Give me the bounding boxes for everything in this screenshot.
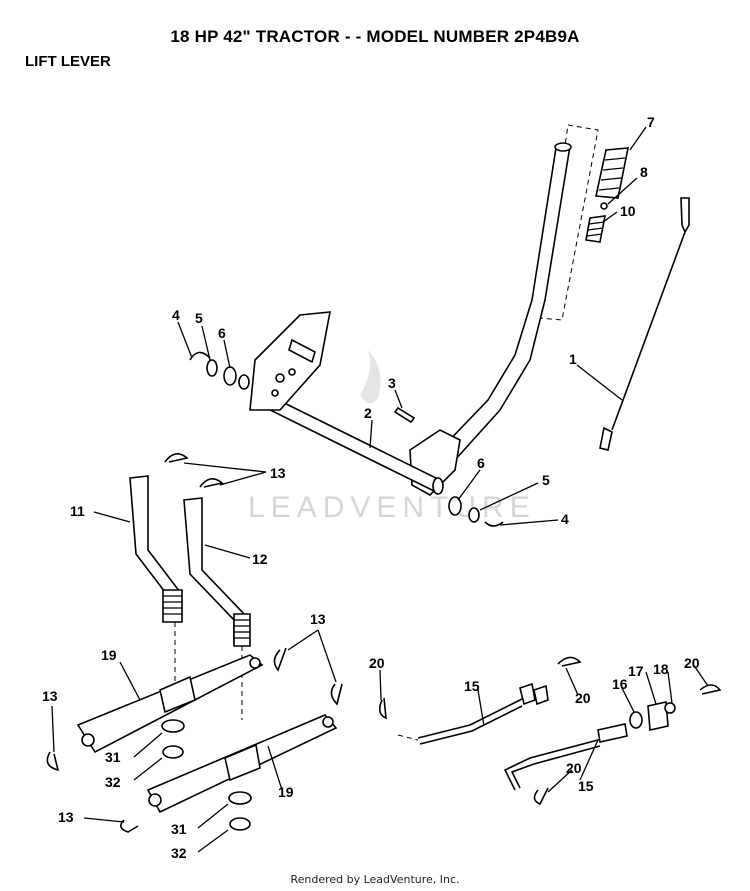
hair-pin <box>273 647 287 672</box>
hair-pin <box>330 683 343 706</box>
callout-17: 17 <box>628 663 644 679</box>
link-rod-lower <box>503 723 628 791</box>
trunnion-17 <box>647 701 669 731</box>
callout-20: 20 <box>566 760 582 776</box>
callout-13: 13 <box>270 465 286 481</box>
callout-8: 8 <box>640 164 648 180</box>
button-part <box>600 202 608 210</box>
watermark-text: LEADVENTURE <box>248 491 536 524</box>
callout-13: 13 <box>58 809 74 825</box>
left-shaft-hardware <box>189 351 250 390</box>
callout-3: 3 <box>388 375 396 391</box>
right-shaft-hardware <box>448 496 504 527</box>
callout-10: 10 <box>620 203 636 219</box>
callout-12: 12 <box>252 551 268 567</box>
callout-13: 13 <box>42 688 58 704</box>
hair-pin <box>557 656 582 667</box>
hair-pin <box>46 751 60 772</box>
callout-32: 32 <box>105 774 121 790</box>
callouts: 7 8 10 1 4 5 6 3 2 6 5 4 13 11 12 13 19 … <box>42 114 700 861</box>
callout-32: 32 <box>171 845 187 861</box>
section-title: LIFT LEVER <box>25 53 111 70</box>
callout-6: 6 <box>477 455 485 471</box>
callout-31: 31 <box>171 821 187 837</box>
link-rod-upper <box>417 682 549 745</box>
callout-20: 20 <box>575 690 591 706</box>
callout-20: 20 <box>369 655 385 671</box>
callout-18: 18 <box>653 661 669 677</box>
callout-6: 6 <box>218 325 226 341</box>
leader-lines <box>51 126 709 853</box>
hair-pin <box>378 697 387 720</box>
lift-rod <box>599 197 690 451</box>
callout-4: 4 <box>172 307 180 323</box>
hair-pin <box>164 453 189 463</box>
callout-7: 7 <box>647 114 655 130</box>
callout-16: 16 <box>612 676 628 692</box>
nut-16 <box>629 711 643 729</box>
hair-pin <box>699 684 722 695</box>
callout-5: 5 <box>542 472 550 488</box>
callout-1: 1 <box>569 351 577 367</box>
lift-arm-upper <box>76 654 264 754</box>
callout-2: 2 <box>364 405 372 421</box>
hair-pin <box>199 478 224 488</box>
lift-lever-assembly <box>249 142 572 496</box>
washer <box>161 719 185 733</box>
washer-18 <box>664 702 676 714</box>
callout-19: 19 <box>278 784 294 800</box>
lift-link-12 <box>183 497 251 647</box>
callout-15: 15 <box>464 678 480 694</box>
page-title: 18 HP 42" TRACTOR - - MODEL NUMBER 2P4B9… <box>170 27 580 46</box>
spring <box>585 215 606 243</box>
callout-5: 5 <box>195 310 203 326</box>
callout-31: 31 <box>105 749 121 765</box>
callout-4: 4 <box>561 511 569 527</box>
washer <box>228 791 252 805</box>
lift-link-11 <box>129 475 183 623</box>
nut <box>162 745 184 759</box>
nut <box>229 817 251 831</box>
cotter-pin <box>393 406 416 424</box>
callout-11: 11 <box>70 503 85 519</box>
watermark: LEADVENTURE <box>248 350 536 524</box>
callout-13: 13 <box>310 611 326 627</box>
hair-pin <box>533 787 549 806</box>
footer-credit: Rendered by LeadVenture, Inc. <box>290 873 460 886</box>
callout-20: 20 <box>684 655 700 671</box>
handle-grip <box>595 147 629 199</box>
lift-arm-lower <box>146 714 338 814</box>
callout-15: 15 <box>578 778 594 794</box>
callout-19: 19 <box>101 647 117 663</box>
